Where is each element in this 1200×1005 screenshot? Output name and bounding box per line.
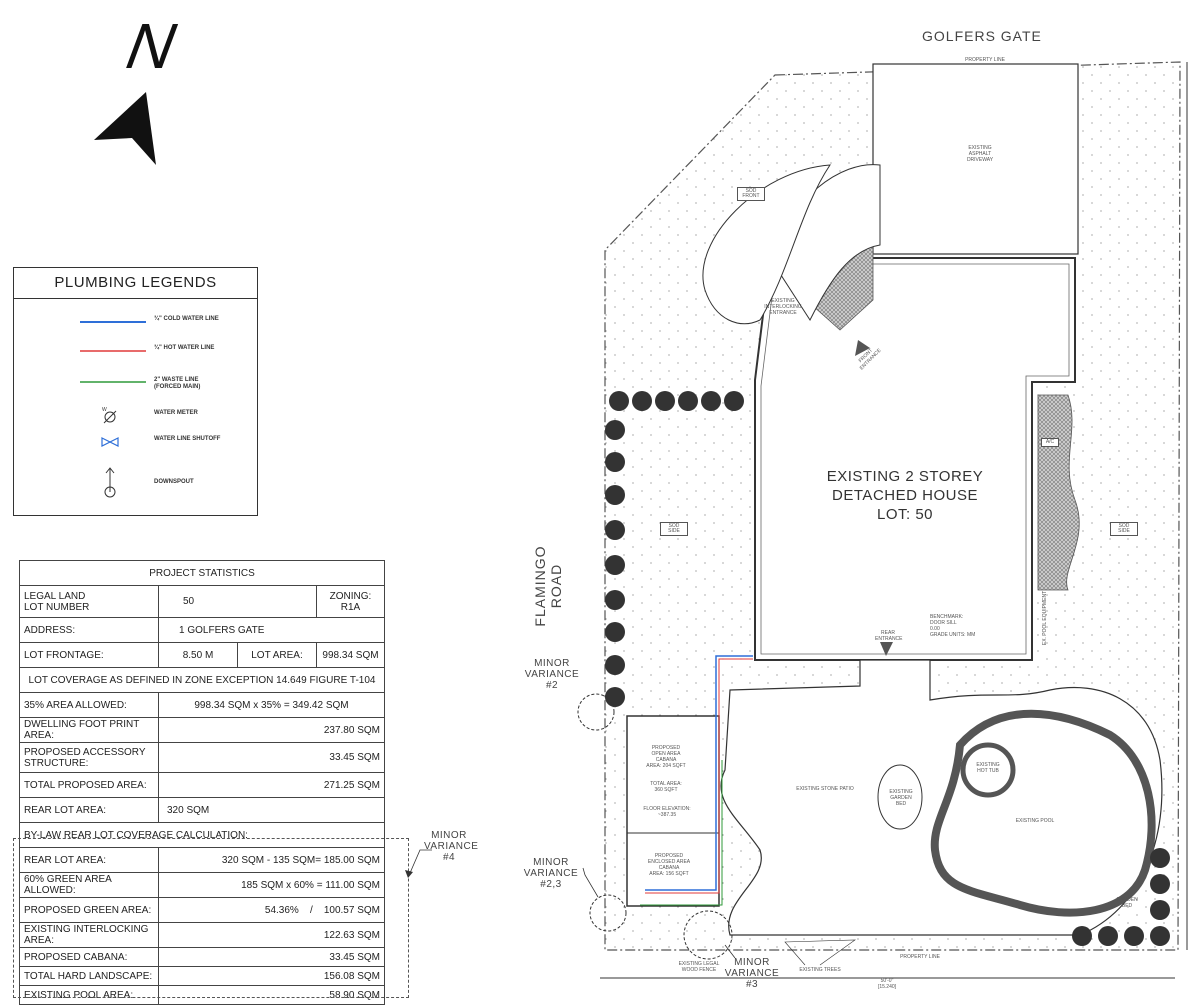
street-left: FLAMINGO ROAD xyxy=(532,545,564,627)
benchmark-label: BENCHMARK: DOOR SILL 0.00 GRADE UNITS: M… xyxy=(930,614,976,638)
interlocking-entrance-label: EXISTING INTERLOCKING ENTRANCE xyxy=(764,298,802,316)
sod-side-right: SOD SIDE xyxy=(1110,522,1138,536)
existing-pool xyxy=(930,709,1156,917)
svg-text:W: W xyxy=(102,407,107,413)
zoning: ZONING: R1A xyxy=(316,585,385,618)
green-proposed-value: 54.36% / 100.57 SQM xyxy=(158,897,385,923)
green-allowed-label: 60% GREEN AREA ALLOWED: xyxy=(19,872,159,898)
floor-elev-label: FLOOR ELEVATION: ~387.35 xyxy=(643,806,691,818)
green-proposed-slash: / xyxy=(309,904,313,916)
house-line-3: LOT: 50 xyxy=(876,506,934,523)
property-line-bottom: PROPERTY LINE xyxy=(900,954,940,960)
garden-bed xyxy=(877,764,923,830)
house-outline xyxy=(754,257,1076,661)
address-label: ADDRESS: xyxy=(19,617,159,643)
stone-patio-label: EXISTING STONE PATIO xyxy=(796,786,854,792)
garden-bed-label: EXISTING GARDEN BED xyxy=(889,789,913,807)
accessory-label: PROPOSED ACCESSORY STRUCTURE: xyxy=(19,742,159,773)
cabana xyxy=(626,715,720,907)
variance-3-label: MINOR VARIANCE #3 xyxy=(724,957,780,990)
plumbing-legend: PLUMBING LEGENDS ¾" COLD WATER LINE ¾" H… xyxy=(13,267,258,516)
legal-fence-label: EXISTING LEGAL WOOD FENCE xyxy=(678,961,720,973)
variance-23-label: MINOR VARIANCE #2,3 xyxy=(523,857,579,890)
project-statistics-table: PROJECT STATISTICS LEGAL LAND LOT NUMBER… xyxy=(19,560,385,1005)
green-proposed-pct: 54.36% xyxy=(264,904,299,916)
pool-label: EXISTING POOL xyxy=(1015,818,1055,824)
north-arrow-icon xyxy=(94,92,156,165)
driveway xyxy=(872,63,1079,255)
cabana-enclosed-label: PROPOSED ENCLOSED AREA CABANA AREA: 156 … xyxy=(647,853,691,877)
sod-front: SOD FRONT xyxy=(737,187,765,201)
front-entrance-marker xyxy=(855,340,870,356)
green-proposed-label: PROPOSED GREEN AREA: xyxy=(19,897,159,923)
cabana-open-label: PROPOSED OPEN AREA CABANA AREA: 204 SQFT xyxy=(646,745,686,769)
waste-line xyxy=(640,760,723,906)
lot-area-value: 998.34 SQM xyxy=(316,642,385,668)
trees xyxy=(605,391,1170,946)
house-line-2: DETACHED HOUSE xyxy=(832,487,978,504)
hot-water-line-icon xyxy=(80,350,146,352)
footprint-value: 237.80 SQM xyxy=(158,717,385,743)
house-label: EXISTING 2 STOREY DETACHED HOUSE LOT: 50 xyxy=(800,467,1010,524)
rear-lot2-label: REAR LOT AREA: xyxy=(19,847,159,873)
pool-equipment-label: EX. POOL EQUIPMENT xyxy=(1042,590,1048,646)
rear-entrance-label: REAR ENTRANCE xyxy=(875,630,903,642)
legend-item-hot: ¾" HOT WATER LINE xyxy=(14,341,259,361)
cold-water-line-icon xyxy=(80,321,146,323)
property-line-top: PROPERTY LINE xyxy=(965,57,1005,63)
hot-tub xyxy=(960,742,1016,798)
coverage-note: LOT COVERAGE AS DEFINED IN ZONE EXCEPTIO… xyxy=(19,667,385,693)
legal-land-label: LEGAL LAND LOT NUMBER xyxy=(19,585,159,618)
green-proposed-sqm: 100.57 SQM xyxy=(323,904,380,916)
cold-water-line xyxy=(645,655,753,891)
legend-item-meter: W WATER METER xyxy=(14,406,259,426)
lot-number: 50 xyxy=(158,585,317,618)
water-meter-icon: W xyxy=(102,407,117,424)
existing-trees-label: EXISTING TREES xyxy=(799,967,841,973)
street-top: GOLFERS GATE xyxy=(922,28,1042,44)
hot-water-line xyxy=(645,658,753,894)
dim-bottom: 50'-0" [15.240] xyxy=(877,978,897,990)
allowed-label: 35% AREA ALLOWED: xyxy=(19,692,159,718)
driveway-label: EXISTING ASPHALT DRIVEWAY xyxy=(966,145,994,163)
ac-unit: A/C xyxy=(1041,438,1059,447)
legend-item-shutoff: WATER LINE SHUTOFF xyxy=(14,432,259,452)
frontage-value: 8.50 M xyxy=(158,642,238,668)
cabana-total-label: TOTAL AREA: 360 SQFT xyxy=(650,781,682,793)
accessory-value: 33.45 SQM xyxy=(158,742,385,773)
legend-item-waste: 2" WASTE LINE (FORCED MAIN) xyxy=(14,372,259,392)
stats-title: PROJECT STATISTICS xyxy=(19,560,385,586)
waste-line-icon xyxy=(80,381,146,383)
rear-entrance-marker xyxy=(880,642,893,656)
variance-4-label: MINOR VARIANCE #4 xyxy=(424,830,479,863)
legend-item-downspout: DOWNSPOUT xyxy=(14,466,259,500)
rear-lot-value: 320 SQM xyxy=(158,797,385,823)
hot-tub-label: EXISTING HOT TUB xyxy=(976,762,1000,774)
water-line-shutoff-icon xyxy=(101,437,119,447)
rear-lot2-value: 320 SQM - 135 SQM= 185.00 SQM xyxy=(158,847,385,873)
bylaw-note: BY-LAW REAR LOT COVERAGE CALCULATION: xyxy=(19,822,385,848)
legend-title: PLUMBING LEGENDS xyxy=(14,268,257,299)
garden-bed2-label: GARDEN BED xyxy=(1116,897,1138,909)
sod-side-left: SOD SIDE xyxy=(660,522,688,536)
address-value: 1 GOLFERS GATE xyxy=(158,617,385,643)
downspout-icon xyxy=(104,467,116,498)
legend-item-cold: ¾" COLD WATER LINE xyxy=(14,312,259,332)
variance-2-label: MINOR VARIANCE #2 xyxy=(524,658,580,691)
house-line-1: EXISTING 2 STOREY xyxy=(826,468,984,485)
frontage-label: LOT FRONTAGE: xyxy=(19,642,159,668)
allowed-value: 998.34 SQM x 35% = 349.42 SQM xyxy=(158,692,385,718)
